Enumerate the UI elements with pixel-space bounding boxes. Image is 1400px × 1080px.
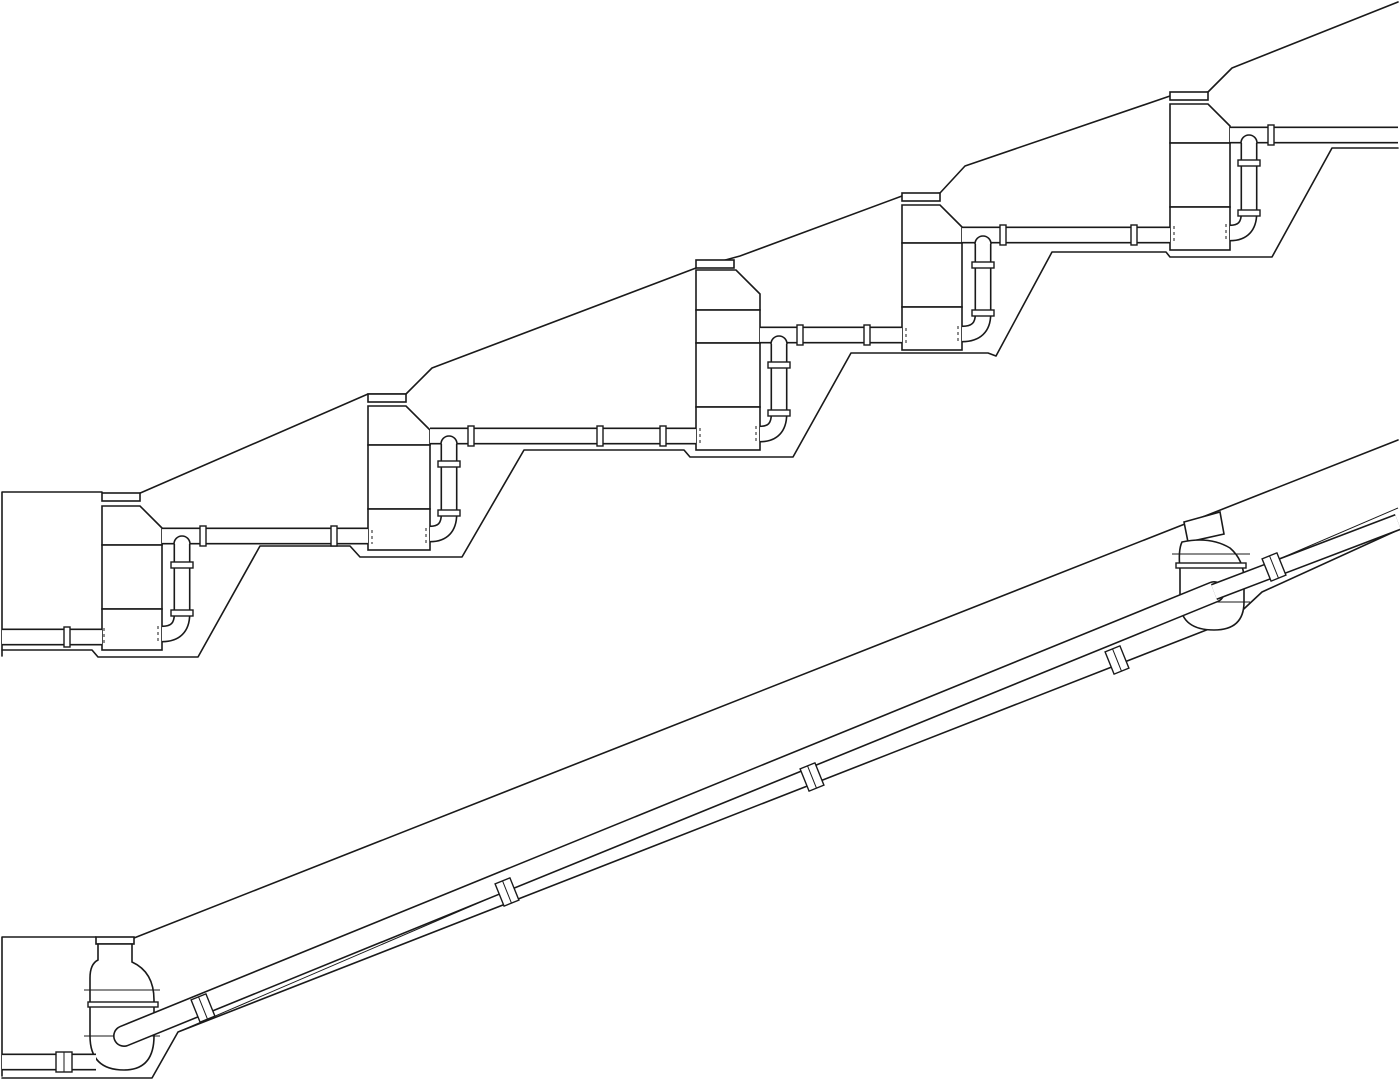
chamber-1 <box>101 492 163 651</box>
chamber-2 <box>367 393 431 551</box>
connecting-pipe-1-2 <box>162 525 368 547</box>
chamber-4 <box>901 192 963 351</box>
inlet-pipe <box>2 626 102 648</box>
stepped-drainage-system <box>1 1 1399 658</box>
connecting-pipe-4-5 <box>962 224 1170 246</box>
outlet-pipe <box>1230 124 1398 146</box>
pipe-couplings <box>190 551 1287 1024</box>
lower-inlet-pipe <box>2 1051 96 1073</box>
chamber-3 <box>695 259 761 451</box>
sloped-main-pipe <box>113 514 1400 1047</box>
riser-4 <box>961 235 995 343</box>
riser-3 <box>759 335 791 443</box>
lower-chamber-1 <box>84 936 160 1071</box>
riser-1 <box>161 535 194 643</box>
sloped-drainage-system <box>1 439 1400 1079</box>
chamber-5 <box>1169 91 1231 251</box>
riser-5 <box>1229 134 1261 242</box>
connecting-pipe-2-3 <box>430 425 696 447</box>
connecting-pipe-3-4 <box>760 324 902 346</box>
riser-2 <box>429 435 461 543</box>
